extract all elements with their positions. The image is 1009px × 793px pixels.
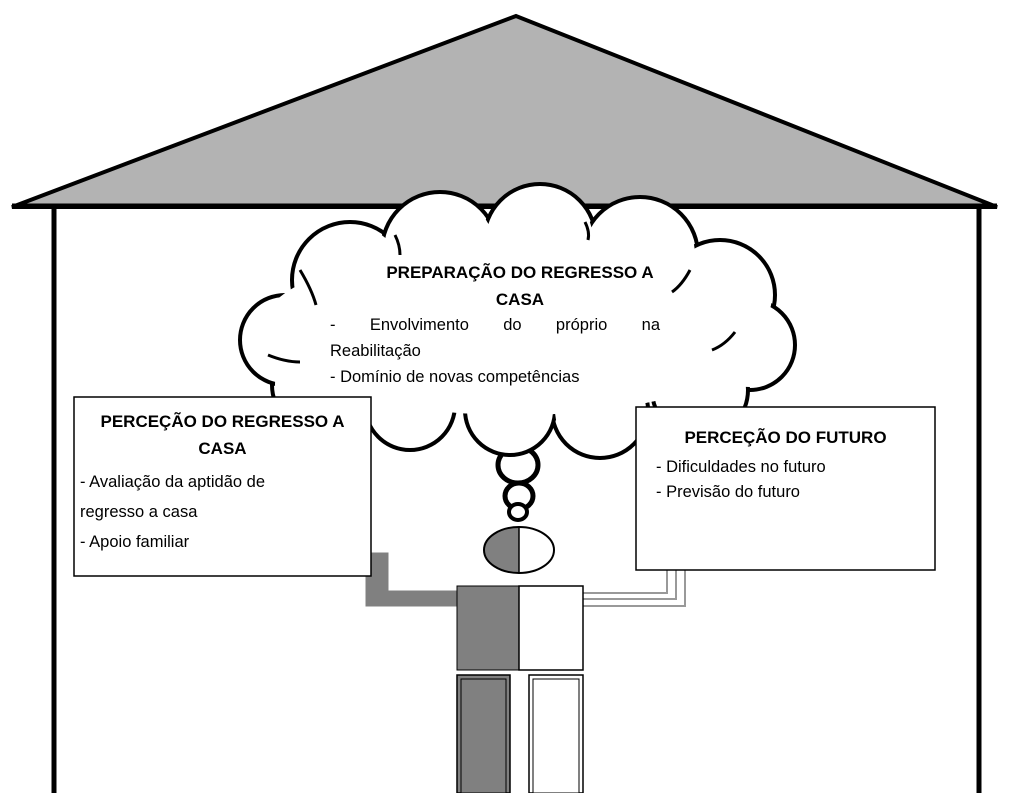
cloud-item-2: Reabilitação <box>330 342 421 360</box>
left-box-title-line2: CASA <box>198 439 247 458</box>
cloud-item-1: - Envolvimento do próprio na <box>330 316 660 334</box>
cloud-item-3: - Domínio de novas competências <box>330 368 580 386</box>
figure-left-leg-inner <box>460 678 507 793</box>
left-box <box>73 396 372 577</box>
right-box <box>635 406 936 571</box>
left-box-title-line1: PERCEÇÃO DO REGRESSO A <box>100 412 345 431</box>
figure-torso-left <box>456 585 520 671</box>
right-box-title: PERCEÇÃO DO FUTURO <box>684 428 887 447</box>
right-box-item-1: - Dificuldades no futuro <box>656 458 826 476</box>
house-roof <box>11 13 998 209</box>
figure-right-arm <box>583 569 686 607</box>
left-box-item-2: regresso a casa <box>80 503 198 521</box>
right-box-item-2: - Previsão do futuro <box>656 483 800 501</box>
figure-head-left <box>484 527 519 573</box>
left-box-item-3: - Apoio familiar <box>80 533 190 551</box>
figure-head-right <box>519 527 554 573</box>
thought-circle-small <box>507 502 529 522</box>
figure-right-leg-inner <box>532 678 580 793</box>
figure-torso-right <box>518 585 584 671</box>
figure-left-arm <box>365 552 459 607</box>
left-box-item-1: - Avaliação da aptidão de <box>80 473 266 491</box>
